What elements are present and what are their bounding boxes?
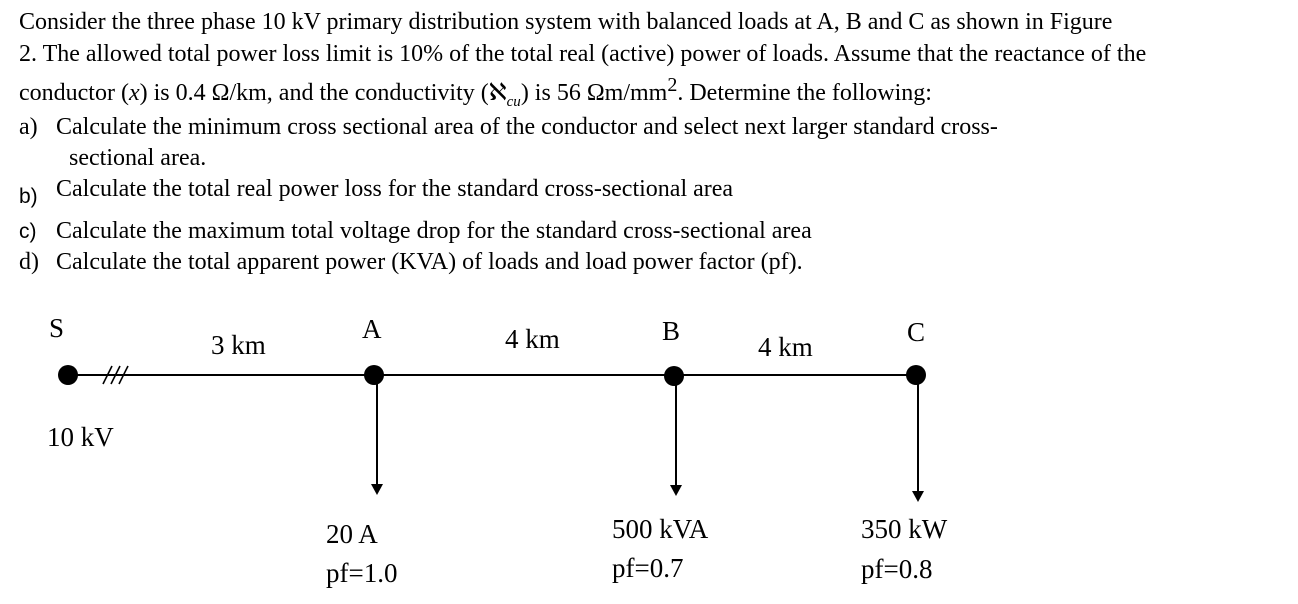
three-phase-tick-2 [110, 365, 121, 385]
node-c-label: C [907, 317, 925, 347]
question-b-text: Calculate the total real power loss for … [56, 176, 734, 202]
question-d: d) Calculate the total apparent power (KV… [19, 249, 803, 276]
line3-post: ) is 56 Ωm/mm [520, 80, 668, 106]
node-b-label: B [662, 316, 680, 346]
load-b-pf: pf=0.7 [612, 553, 683, 583]
line3-end: . Determine the following: [677, 80, 932, 106]
question-c-label: c) [19, 220, 37, 243]
node-c [906, 365, 926, 385]
load-c-pf: pf=0.8 [861, 554, 932, 584]
statement-line-2: 2. The allowed total power loss limit is… [19, 41, 1147, 67]
load-c-value: 350 kW [861, 514, 948, 544]
statement-line-3: conductor (x) is 0.4 Ω/km, and the condu… [19, 74, 932, 111]
question-a: a) Calculate the minimum cross sectional … [19, 114, 998, 141]
three-phase-tick-1 [102, 365, 113, 385]
source-voltage: 10 kV [47, 422, 114, 452]
segment-bc-length: 4 km [758, 332, 813, 362]
statement-line-1: Consider the three phase 10 kV primary d… [19, 9, 1113, 35]
node-a-label: A [362, 314, 382, 344]
source-label: S [49, 313, 64, 343]
problem-statement: Consider the three phase 10 kV primary d… [19, 6, 1289, 70]
node-b [664, 366, 684, 386]
question-c-text: Calculate the maximum total voltage drop… [56, 218, 812, 244]
question-a-continuation: sectional area. [69, 145, 207, 171]
load-c-arrow [912, 491, 924, 502]
conductivity-subscript: cu [506, 93, 521, 110]
conductivity-symbol: ℵ [488, 80, 507, 106]
load-a-pf: pf=1.0 [326, 558, 397, 588]
question-a-label: a) [19, 114, 38, 140]
source-node [58, 365, 78, 385]
segment-sa-length: 3 km [211, 330, 266, 360]
question-b: b) Calculate the total real power loss fo… [19, 176, 734, 208]
unit-superscript: 2 [667, 74, 678, 96]
reactance-symbol: x [128, 80, 140, 106]
line3-mid: ) is 0.4 Ω/km, and the conductivity ( [139, 80, 489, 106]
three-phase-tick-3 [118, 365, 129, 385]
segment-ab-length: 4 km [505, 324, 560, 354]
load-b-value: 500 kVA [612, 514, 709, 544]
question-a-text: Calculate the minimum cross sectional ar… [56, 114, 998, 140]
question-b-label: b) [19, 185, 38, 208]
line3-pre: conductor ( [19, 80, 129, 106]
question-d-label: d) [19, 249, 39, 275]
question-c: c) Calculate the maximum total voltage dr… [19, 218, 812, 245]
load-a-value: 20 A [326, 519, 378, 549]
node-a [364, 365, 384, 385]
load-a-arrow [371, 484, 383, 495]
load-b-arrow [670, 485, 682, 496]
question-d-text: Calculate the total apparent power (KVA)… [56, 249, 803, 275]
